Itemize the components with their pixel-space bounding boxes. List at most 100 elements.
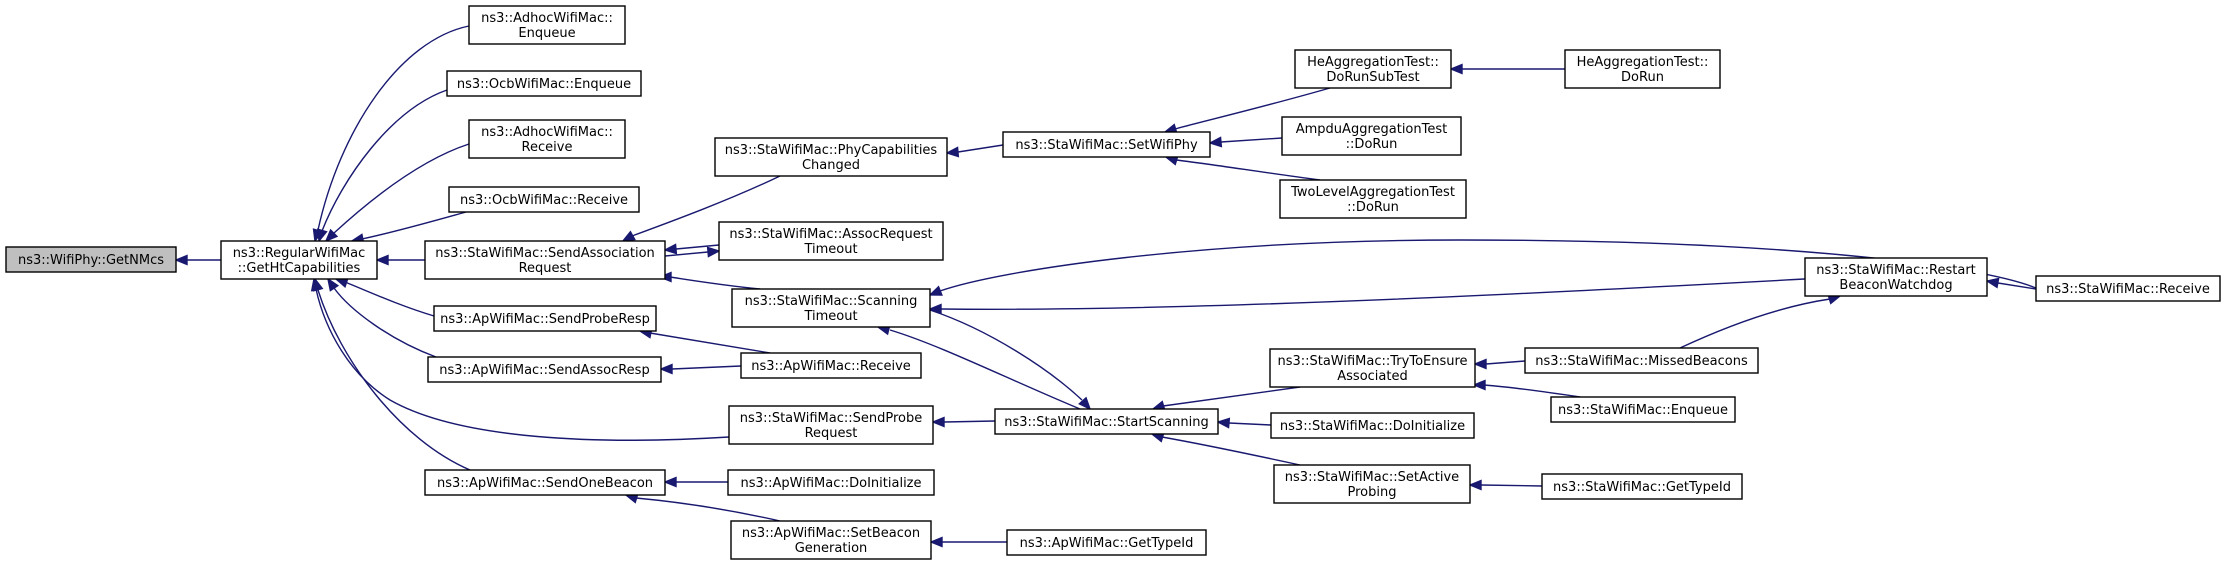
edge-sta_sendassoc-to-sta_assoctimeout <box>664 246 721 258</box>
node-ocb-enq[interactable]: ns3::OcbWifiMac::Enqueue <box>446 70 642 97</box>
nodes-layer: ns3::WifiPhy::GetNMcs ns3::RegularWifiMac… <box>5 5 2221 560</box>
node-label: Receive <box>522 140 573 155</box>
node-box <box>446 70 642 97</box>
node-box <box>728 405 934 445</box>
node-label: ns3::ApWifiMac::SendProbeResp <box>440 312 650 327</box>
edge-line <box>315 288 730 441</box>
node-ap-sendonebeacon[interactable]: ns3::ApWifiMac::SendOneBeacon <box>424 469 666 496</box>
edge-adhoc_recv-to-getht <box>324 143 470 243</box>
edge-line <box>669 276 761 290</box>
node-getnmcs[interactable]: ns3::WifiPhy::GetNMcs <box>5 246 177 273</box>
node-label: ns3::StaWifiMac::SetActive <box>1285 470 1459 485</box>
node-twolevel-dorun[interactable]: TwoLevelAggregationTest::DoRun <box>1279 179 1467 219</box>
node-label: ns3::ApWifiMac::SendOneBeacon <box>437 476 653 491</box>
edge-line <box>1162 386 1301 407</box>
arrowhead-icon <box>326 277 340 292</box>
node-label: ns3::RegularWifiMac <box>233 246 366 261</box>
edge-ap_doinit-to-ap_sendonebeacon <box>663 476 728 488</box>
node-box <box>220 240 378 280</box>
edge-line <box>1679 298 1831 349</box>
node-ocb-recv[interactable]: ns3::OcbWifiMac::Receive <box>448 186 640 213</box>
edge-sta_missed-to-sta_tryensure <box>1473 358 1526 370</box>
node-box <box>468 119 626 159</box>
node-label: DoRunSubTest <box>1326 70 1419 85</box>
node-sta-gettypeid[interactable]: ns3::StaWifiMac::GetTypeId <box>1541 473 1743 500</box>
node-label: Timeout <box>803 242 857 257</box>
edge-ap_setbeacon-to-ap_sendonebeacon <box>624 493 781 522</box>
edge-line <box>940 278 1806 310</box>
node-ampdu-dorun[interactable]: AmpduAggregationTest::DoRun <box>1281 116 1462 156</box>
node-box <box>1564 49 1721 89</box>
edges-layer <box>174 25 2037 548</box>
edge-line <box>344 281 435 317</box>
node-label: HeAggregationTest:: <box>1577 55 1709 70</box>
edge-line <box>631 175 781 237</box>
edge-line <box>1175 159 1321 181</box>
arrowhead-icon <box>621 230 636 242</box>
node-ap-doinit[interactable]: ns3::ApWifiMac::DoInitialize <box>727 469 935 496</box>
node-sta-setwifiphy[interactable]: ns3::StaWifiMac::SetWifiPhy <box>1002 131 1211 158</box>
edge-line <box>1228 422 1272 426</box>
arrowhead-icon <box>928 303 942 315</box>
node-he-dorun[interactable]: HeAggregationTest::DoRun <box>1564 49 1721 89</box>
edge-sta_receive-to-sta_restartbw <box>1985 277 2037 290</box>
node-box <box>1281 116 1462 156</box>
node-label: ns3::StaWifiMac::SetWifiPhy <box>1015 138 1198 153</box>
arrowhead-icon <box>663 243 678 255</box>
node-getht[interactable]: ns3::RegularWifiMac::GetHtCapabilities <box>220 240 378 280</box>
node-label: ns3::ApWifiMac::Receive <box>751 359 911 374</box>
edge-line <box>1997 282 2037 290</box>
node-label: ns3::StaWifiMac::StartScanning <box>1004 415 1209 430</box>
edge-line <box>1480 484 1543 487</box>
arrowhead-icon <box>663 476 677 488</box>
edge-sta_startscan-to-sta_sendprobe <box>931 416 996 428</box>
node-label: ns3::StaWifiMac::PhyCapabilities <box>725 143 938 158</box>
node-box <box>1294 49 1452 89</box>
node-ap-sendproberesp[interactable]: ns3::ApWifiMac::SendProbeResp <box>433 305 657 332</box>
node-label: ns3::StaWifiMac::Enqueue <box>1558 403 1728 418</box>
arrowhead-icon <box>324 228 339 243</box>
arrowhead-icon <box>928 285 943 296</box>
arrowhead-icon <box>1473 358 1487 370</box>
node-box <box>1279 179 1467 219</box>
edge-line <box>929 309 1083 401</box>
arrowhead-icon <box>1449 63 1463 75</box>
node-sta-enqueue[interactable]: ns3::StaWifiMac::Enqueue <box>1550 396 1736 423</box>
node-he-dorunsub[interactable]: HeAggregationTest::DoRunSubTest <box>1294 49 1452 89</box>
node-sta-startscan[interactable]: ns3::StaWifiMac::StartScanning <box>994 408 1219 435</box>
node-label: Changed <box>802 158 860 173</box>
node-adhoc-recv[interactable]: ns3::AdhocWifiMac::Receive <box>468 119 626 159</box>
edge-line <box>675 244 720 250</box>
node-sta-doinit[interactable]: ns3::StaWifiMac::DoInitialize <box>1270 412 1475 439</box>
node-ap-sendassocresp[interactable]: ns3::ApWifiMac::SendAssocResp <box>427 356 662 383</box>
arrowhead-icon <box>929 536 943 548</box>
edge-line <box>649 332 771 354</box>
node-label: ns3::OcbWifiMac::Enqueue <box>457 77 631 92</box>
node-box <box>1002 131 1211 158</box>
node-label: ns3::StaWifiMac::GetTypeId <box>1553 480 1731 495</box>
node-ap-receive[interactable]: ns3::ApWifiMac::Receive <box>740 352 922 379</box>
node-sta-receive[interactable]: ns3::StaWifiMac::Receive <box>2035 275 2221 302</box>
node-adhoc-enq[interactable]: ns3::AdhocWifiMac::Enqueue <box>468 5 626 45</box>
node-label: Probing <box>1348 485 1397 500</box>
edge-sta_tryensure-to-sta_startscan <box>1151 386 1301 411</box>
node-box <box>730 520 932 560</box>
node-sta-missed[interactable]: ns3::StaWifiMac::MissedBeacons <box>1524 347 1759 374</box>
edge-sta_assoctimeout-to-sta_sendassoc <box>663 243 720 255</box>
edge-adhoc_enq-to-getht <box>312 25 470 243</box>
edge-ap_sendassocresp-to-getht <box>326 277 437 358</box>
node-box <box>1269 348 1476 388</box>
edge-line <box>635 497 781 522</box>
edge-line <box>957 144 1004 153</box>
edge-he_dorun-to-he_dorunsub <box>1449 63 1565 75</box>
node-ap-gettypeid[interactable]: ns3::ApWifiMac::GetTypeId <box>1006 529 1207 556</box>
